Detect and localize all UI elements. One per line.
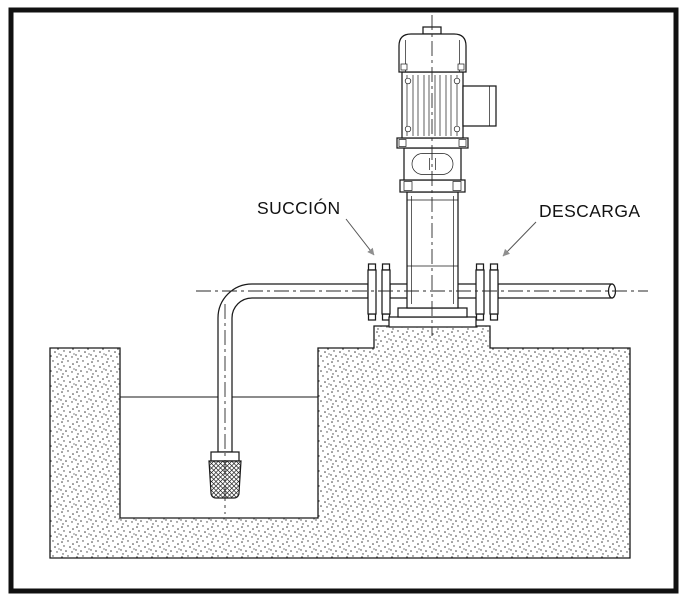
flange-bolt [381, 263, 391, 271]
motor-bolt [404, 125, 412, 133]
flange-bolt [475, 313, 485, 321]
motor-body [401, 71, 464, 139]
suction-pipe [208, 283, 369, 499]
discharge-leader-arrow [502, 221, 537, 257]
motor-flange [396, 137, 469, 149]
flange-bolt [475, 263, 485, 271]
flange-bolt [367, 313, 377, 321]
flange-bolt [489, 313, 499, 321]
cooling-fins [406, 75, 458, 136]
coupling-window [411, 153, 454, 175]
flange-bolt [489, 263, 499, 271]
base-step [397, 307, 468, 318]
head-bolt [452, 181, 462, 191]
flange-bolt [367, 263, 377, 271]
pump [388, 26, 497, 328]
suction-flange [367, 263, 391, 321]
motor-terminal-box [462, 85, 497, 127]
discharge-label: DESCARGA [539, 201, 640, 221]
suction-label: SUCCIÓN [257, 197, 341, 218]
cover-bolt [400, 63, 408, 71]
centerlines [196, 15, 648, 514]
cover-bolt [457, 63, 465, 71]
suction-leader-arrow [345, 218, 375, 256]
motor-bolt [453, 125, 461, 133]
pit-and-foundation-outline [49, 325, 631, 559]
flange-disc [489, 269, 499, 315]
flange-bolt [458, 139, 467, 147]
head-bolt [403, 181, 413, 191]
motor-bolt [453, 77, 461, 85]
flange-bolt [398, 139, 407, 147]
flange-disc [367, 269, 377, 315]
base-plate [388, 316, 477, 328]
annotations: SUCCIÓN DESCARGA [257, 197, 640, 257]
motor-fan-cover [398, 26, 467, 73]
motor-bolt [404, 77, 412, 85]
flange-disc [475, 269, 485, 315]
pump-head-flange [399, 179, 466, 193]
pump-base [388, 307, 477, 328]
coupling-lantern [403, 147, 462, 181]
ground-and-foundation [49, 325, 631, 559]
flange-disc [381, 269, 391, 315]
